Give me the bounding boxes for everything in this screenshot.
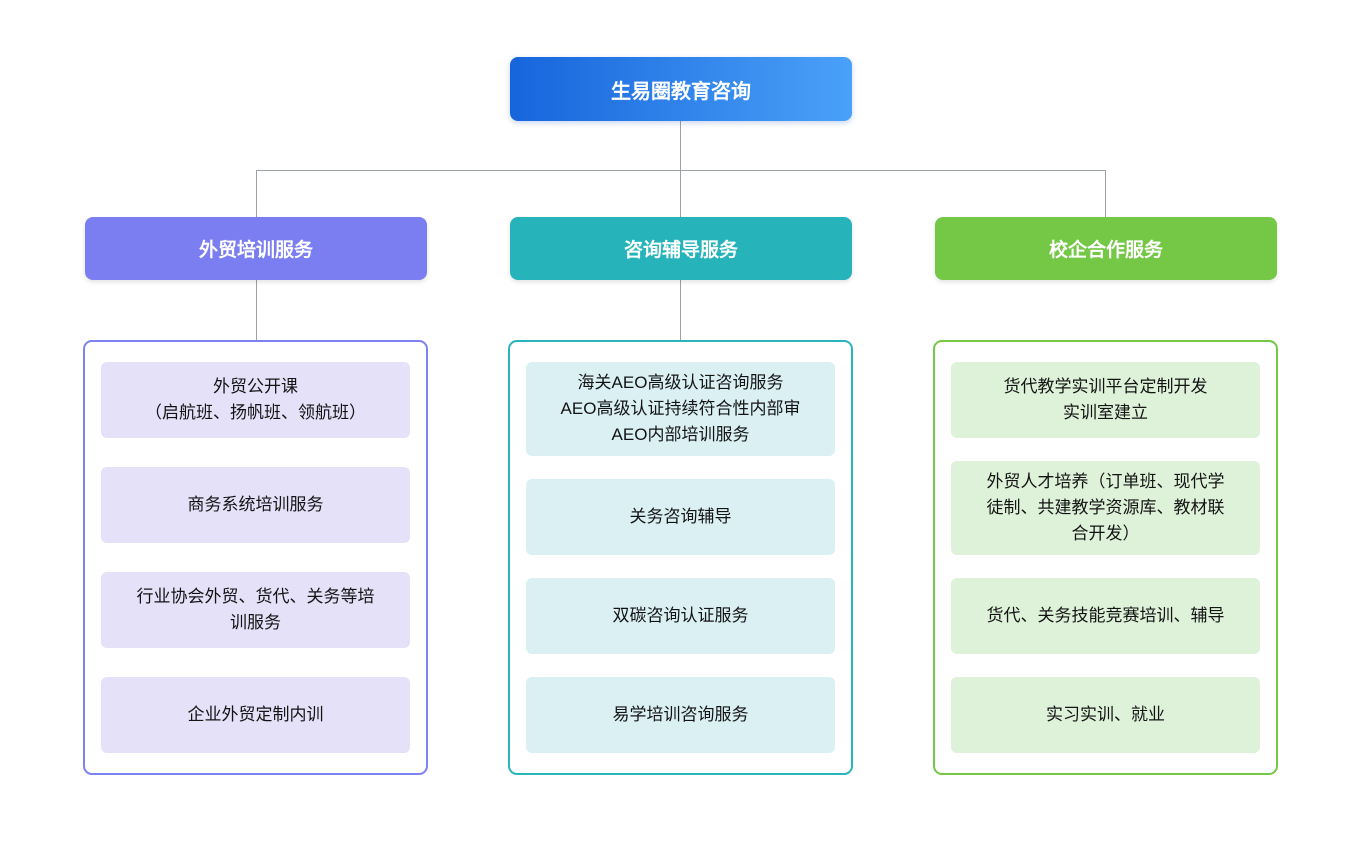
connector-drop-branch-2 [680, 170, 681, 217]
leaf-node: 关务咨询辅导 [526, 479, 835, 555]
leaf-node: 企业外贸定制内训 [101, 677, 410, 753]
connector-drop-branch-3 [1105, 170, 1106, 217]
leaf-node: 外贸公开课 （启航班、扬帆班、领航班） [101, 362, 410, 438]
connector-branch-2-group [680, 280, 681, 341]
leaf-node: 外贸人才培养（订单班、现代学 徒制、共建教学资源库、教材联 合开发） [951, 461, 1260, 555]
branch-header-foreign-trade-training: 外贸培训服务 [85, 217, 427, 280]
leaf-node: 行业协会外贸、货代、关务等培 训服务 [101, 572, 410, 648]
group-school-enterprise: 货代教学实训平台定制开发 实训室建立 外贸人才培养（订单班、现代学 徒制、共建教… [933, 340, 1278, 775]
leaf-node: 货代教学实训平台定制开发 实训室建立 [951, 362, 1260, 438]
leaf-node: 商务系统培训服务 [101, 467, 410, 543]
leaf-node: 海关AEO高级认证咨询服务 AEO高级认证持续符合性内部审 AEO内部培训服务 [526, 362, 835, 456]
connector-horizontal [256, 170, 1106, 171]
branch-header-consulting-coaching: 咨询辅导服务 [510, 217, 852, 280]
group-consulting-coaching: 海关AEO高级认证咨询服务 AEO高级认证持续符合性内部审 AEO内部培训服务 … [508, 340, 853, 775]
leaf-node: 货代、关务技能竞赛培训、辅导 [951, 578, 1260, 654]
connector-root-vertical [680, 121, 681, 170]
group-foreign-trade-training: 外贸公开课 （启航班、扬帆班、领航班） 商务系统培训服务 行业协会外贸、货代、关… [83, 340, 428, 775]
leaf-node: 易学培训咨询服务 [526, 677, 835, 753]
root-node: 生易圈教育咨询 [510, 57, 852, 121]
connector-branch-1-group [256, 280, 257, 341]
leaf-node: 双碳咨询认证服务 [526, 578, 835, 654]
connector-drop-branch-1 [256, 170, 257, 217]
leaf-node: 实习实训、就业 [951, 677, 1260, 753]
branch-header-school-enterprise: 校企合作服务 [935, 217, 1277, 280]
